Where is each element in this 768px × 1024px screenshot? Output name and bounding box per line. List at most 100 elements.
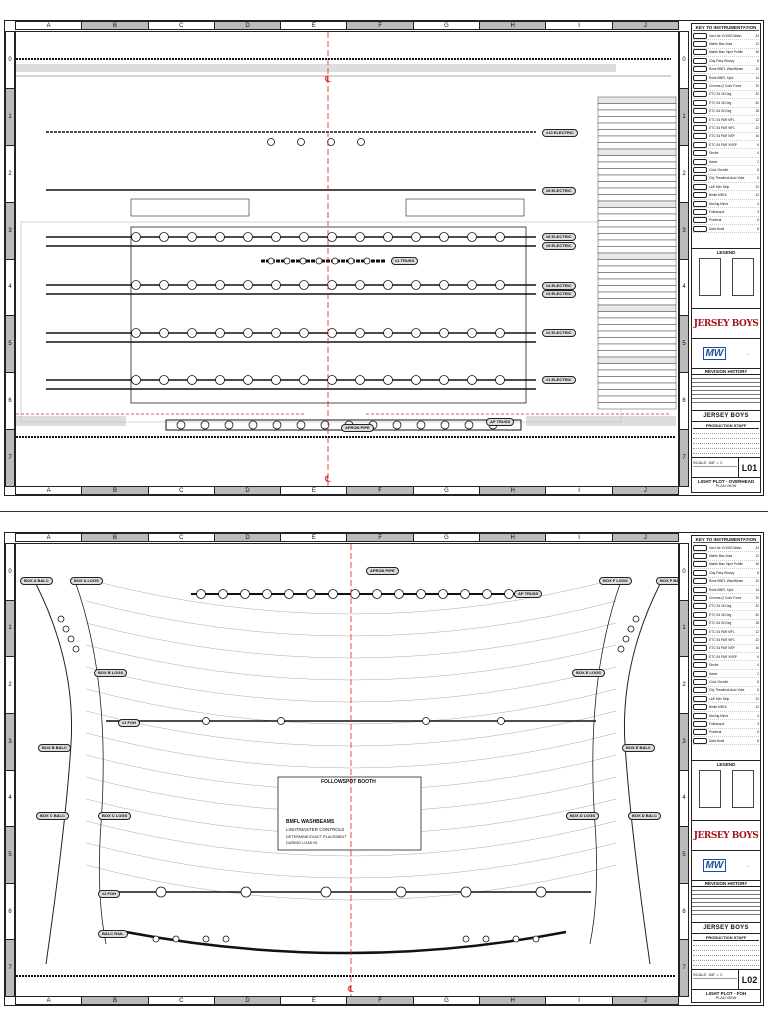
seating-row-arc	[85, 578, 617, 615]
key-item-label: Hazer	[709, 671, 718, 676]
table-row	[597, 161, 677, 169]
grid-row-label: 3	[680, 202, 688, 260]
booth-line-3: DETERMINE EXACT PLACEMENT	[286, 835, 347, 839]
lighting-fixture-icon	[315, 257, 323, 265]
lighting-fixture-icon	[395, 886, 407, 898]
key-item-count: 14	[755, 75, 759, 80]
fixture-group	[57, 589, 640, 943]
fixture-symbol-icon	[693, 74, 707, 81]
label-apron-pipe: APRON PIPE	[366, 567, 399, 575]
lighting-fixture-icon	[372, 589, 382, 599]
table-row	[597, 278, 677, 286]
show-logo: JERSEY BOYS	[692, 821, 760, 851]
table-row	[597, 356, 677, 364]
overhead-drawing-area[interactable]: ℄ ℄ #10 ELECTRIC #8 ELECTRIC #6 ELECTRIC…	[15, 31, 679, 487]
fixture-symbol-icon	[693, 636, 707, 643]
lighting-fixture-icon	[535, 886, 547, 898]
key-item-label: Chroma-Q Color Force	[709, 596, 742, 601]
booth-line-1: BMFL WASHBEAMS	[286, 819, 335, 825]
key-item-count: 16	[755, 50, 759, 55]
sheet-separator	[0, 511, 768, 512]
fixture-symbol-icon	[693, 83, 707, 90]
lighting-fixture-icon	[131, 232, 141, 242]
lighting-fixture-icon	[411, 232, 421, 242]
lighting-fixture-icon	[296, 420, 306, 430]
lighting-fixture-icon	[460, 589, 470, 599]
key-item-count: 8	[757, 679, 759, 684]
key-item-count: 40	[755, 612, 759, 617]
lighting-fixture-icon	[422, 717, 430, 725]
lighting-fixture-icon	[495, 232, 505, 242]
lighting-fixture-icon	[482, 935, 490, 943]
title-block: KEY TO INSTRUMENTATION Vari-Lite VL3500 …	[691, 535, 761, 1003]
lighting-fixture-icon	[416, 420, 426, 430]
key-item-count: 12	[755, 193, 759, 198]
legend-panel: LEGEND	[692, 249, 760, 309]
label-box-a-logs: BOX A LOGS	[70, 577, 103, 585]
sheet-title-text: LIGHT PLOT - FOH	[705, 991, 747, 996]
grid-column-label: D	[214, 487, 282, 494]
key-item-label: Strobe	[709, 151, 719, 156]
booth-title: FOLLOWSPOT BOOTH	[321, 779, 376, 785]
fixture-symbol-icon	[693, 49, 707, 56]
table-row	[597, 213, 677, 221]
key-item-count: 8	[757, 570, 759, 575]
key-item-label: Color Scroller	[709, 167, 729, 172]
table-row	[597, 239, 677, 247]
lighting-fixture-icon	[327, 138, 335, 146]
lighting-fixture-icon	[363, 257, 371, 265]
key-item-label: Data Node	[709, 738, 725, 743]
grid-column-label: I	[546, 487, 613, 494]
lighting-fixture-icon	[355, 280, 365, 290]
key-item-label: ETC S4 36 Deg	[709, 100, 732, 105]
lighting-fixture-icon	[512, 935, 520, 943]
key-item-label: Practical	[709, 730, 722, 735]
lighting-fixture-icon	[320, 420, 330, 430]
grid-row-label: 2	[680, 657, 688, 714]
lighting-fixture-icon	[416, 589, 426, 599]
foh-drawing-area[interactable]: ℄ BOX A BALC BOX A LOGS BOX F LOGS BOX F…	[15, 543, 679, 997]
foh-plot-svg: ℄	[16, 544, 676, 996]
production-staff: PRODUCTION STAFF	[692, 422, 760, 458]
table-row	[597, 389, 677, 397]
key-item-count: 18	[755, 621, 759, 626]
lighting-fixture-icon	[439, 328, 449, 338]
legend-fixture-sample	[698, 770, 721, 808]
table-row	[597, 226, 677, 234]
grid-row-label: 0	[6, 544, 14, 601]
lighting-fixture-icon	[383, 232, 393, 242]
fixture-symbol-icon	[693, 183, 707, 190]
lighting-fixture-icon	[462, 935, 470, 943]
dimmer-table	[597, 96, 677, 410]
lighting-fixture-icon	[383, 280, 393, 290]
key-item-label: ETC S4 PAR WFL	[709, 637, 735, 642]
fixture-symbol-icon	[693, 737, 707, 744]
lighting-fixture-icon	[532, 935, 540, 943]
lighting-fixture-icon	[439, 375, 449, 385]
grid-column-label: J	[612, 534, 678, 541]
grid-column-label: A	[16, 487, 83, 494]
grid-column-label: B	[82, 22, 149, 29]
label-ap-truss: AP TRUSS	[514, 590, 543, 598]
lighting-fixture-icon	[215, 375, 225, 385]
fixture-symbol-icon	[693, 99, 707, 106]
fixture-symbol-icon	[693, 175, 707, 182]
table-row	[597, 369, 677, 377]
lighting-fixture-icon	[215, 232, 225, 242]
lighting-fixture-icon	[617, 645, 625, 653]
key-item-label: Robe BMFL Spot	[709, 75, 734, 80]
fixture-symbol-icon	[693, 158, 707, 165]
union-seal-icon: ○	[747, 351, 750, 356]
lighting-fixture-icon	[482, 589, 492, 599]
grid-row-label: 2	[680, 146, 688, 203]
lighting-fixture-icon	[200, 420, 210, 430]
